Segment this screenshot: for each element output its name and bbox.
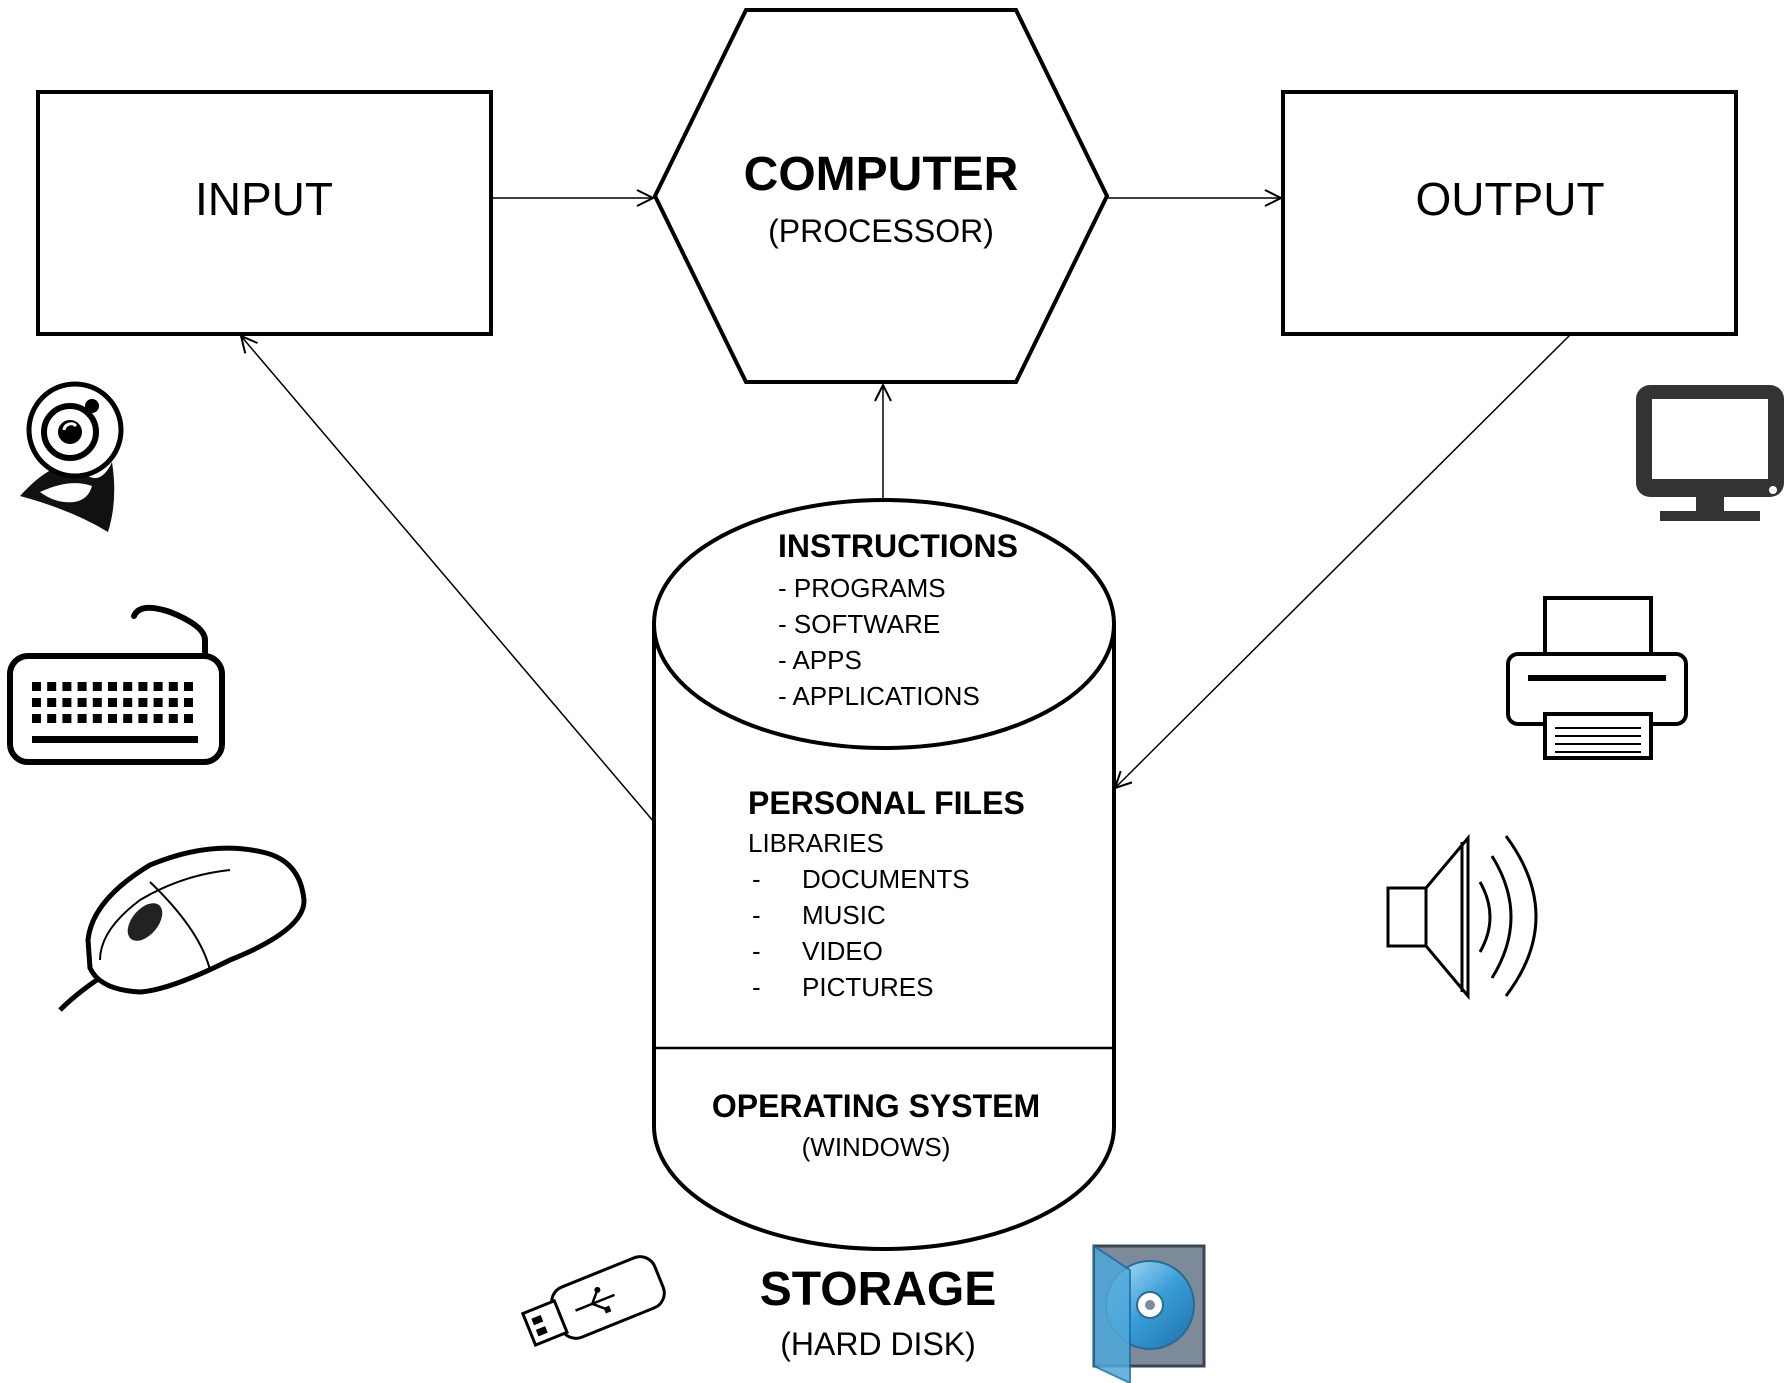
keyboard-key (153, 698, 163, 707)
library-item-pictures: PICTURES (802, 972, 934, 1002)
mouse-icon (58, 845, 307, 1012)
computer-title: COMPUTER (743, 148, 1019, 201)
keyboard-key (77, 682, 87, 691)
instructions-item: - APPLICATIONS (778, 681, 980, 711)
keyboard-key (184, 682, 193, 691)
keyboard-key (62, 714, 72, 723)
webcam-icon (20, 381, 124, 532)
keyboard-key (123, 698, 133, 707)
library-bullet: - (752, 864, 761, 894)
keyboard-key (108, 682, 117, 691)
output-box (1281, 90, 1738, 336)
keyboard-key (153, 682, 163, 691)
keyboard-key (32, 682, 41, 691)
arrow-output-to-storage (1115, 334, 1571, 788)
library-bullet: - (752, 972, 761, 1002)
cd-case-icon (1092, 1244, 1206, 1383)
storage-subtitle: (HARD DISK) (780, 1326, 976, 1362)
speaker-icon (1386, 833, 1538, 1001)
keyboard-key (32, 714, 41, 723)
library-bullet: - (752, 936, 761, 966)
keyboard-key (32, 698, 41, 707)
output-label: OUTPUT (1415, 173, 1605, 225)
keyboard-key (92, 714, 102, 723)
input-box (36, 90, 493, 336)
keyboard-key (168, 682, 178, 691)
usb-drive-icon (520, 1255, 666, 1348)
keyboard-key (123, 714, 133, 723)
instructions-item: - SOFTWARE (778, 609, 941, 639)
storage-cylinder (652, 498, 1116, 1251)
keyboard-key (153, 714, 163, 723)
instructions-item: - PROGRAMS (778, 573, 946, 603)
keyboard-key (138, 682, 148, 691)
keyboard-key (62, 698, 72, 707)
operating-system-heading: OPERATING SYSTEM (711, 1088, 1041, 1124)
keyboard-key (47, 714, 57, 723)
arrow-storage-to-input (241, 336, 655, 823)
keyboard-key (77, 714, 87, 723)
keyboard-key (168, 714, 178, 723)
keyboard-icon (7, 604, 225, 765)
keyboard-key (123, 682, 133, 691)
library-item-video: VIDEO (802, 936, 883, 966)
keyboard-key (47, 682, 57, 691)
computer-hexagon (652, 8, 1110, 384)
keyboard-key (92, 698, 102, 707)
computer-subtitle: (PROCESSOR) (768, 213, 994, 249)
keyboard-key (184, 698, 193, 707)
monitor-icon (1636, 385, 1784, 521)
keyboard-key (108, 698, 117, 707)
printer-icon (1506, 596, 1688, 760)
storage-title: STORAGE (759, 1263, 997, 1316)
keyboard-key (138, 714, 148, 723)
keyboard-key (92, 682, 102, 691)
keyboard-key (108, 714, 117, 723)
keyboard-key (184, 714, 193, 723)
operating-system-subtitle: (WINDOWS) (801, 1132, 951, 1162)
library-item-music: MUSIC (802, 900, 886, 930)
library-item-documents: DOCUMENTS (802, 864, 970, 894)
input-label: INPUT (195, 173, 333, 225)
libraries-label: LIBRARIES (748, 828, 884, 858)
keyboard-key (77, 698, 87, 707)
keyboard-key (168, 698, 178, 707)
keyboard-key (138, 698, 148, 707)
instructions-item: - APPS (778, 645, 862, 675)
instructions-heading: INSTRUCTIONS (778, 528, 1018, 564)
personal-files-heading: PERSONAL FILES (748, 785, 1025, 821)
library-bullet: - (752, 900, 761, 930)
keyboard-key (47, 698, 57, 707)
keyboard-key (62, 682, 72, 691)
